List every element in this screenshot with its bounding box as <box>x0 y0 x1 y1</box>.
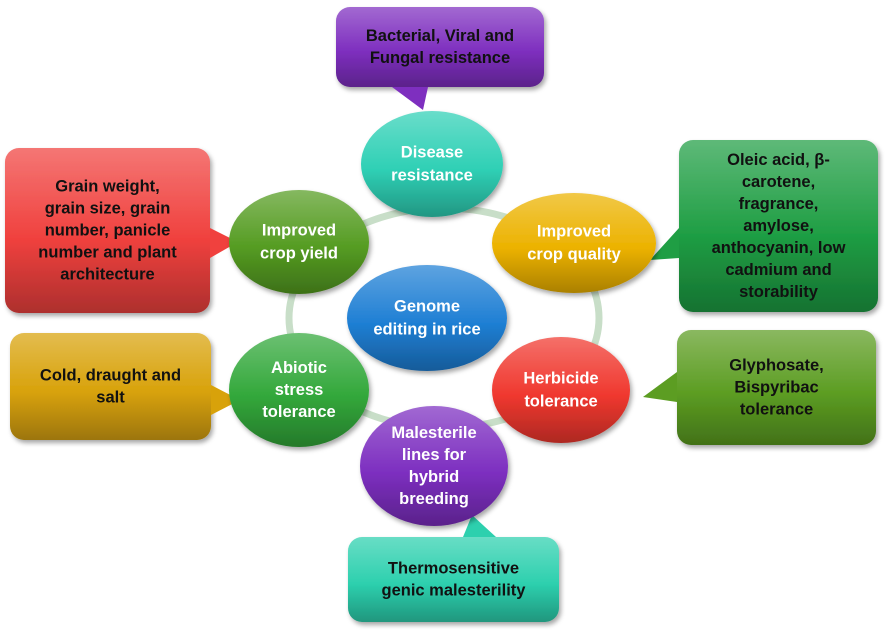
callout-malesterile-lines: Thermosensitive genic malesterility <box>348 515 559 622</box>
node-ellipse <box>360 406 508 526</box>
node-herbicide-tolerance: Herbicide tolerance <box>492 337 630 443</box>
node-ellipse <box>492 337 630 443</box>
callout-improved-crop-yield-line: number, panicle <box>45 222 171 240</box>
callout-disease-resistance-line: Bacterial, Viral and <box>366 27 514 45</box>
callout-pointer <box>463 515 496 537</box>
callout-improved-crop-yield-line: number and plant <box>38 244 177 262</box>
callout-herbicide-tolerance-line: Glyphosate, <box>729 357 823 375</box>
center-line: Genome <box>394 298 460 316</box>
node-abiotic-stress-tolerance-line: tolerance <box>262 403 335 421</box>
callout-malesterile-lines-line: genic malesterility <box>382 582 527 600</box>
node-malesterile-lines-line: lines for <box>402 446 467 464</box>
node-herbicide-tolerance-line: Herbicide <box>523 370 598 388</box>
node-ellipse <box>492 193 656 293</box>
callout-box <box>677 330 876 445</box>
callout-box <box>336 7 544 87</box>
node-abiotic-stress-tolerance: Abiotic stress tolerance <box>229 333 369 447</box>
callout-herbicide-tolerance-line: Bispyribac <box>734 379 818 397</box>
callout-improved-crop-quality-line: Oleic acid, β- <box>727 151 830 169</box>
callout-improved-crop-yield-line: grain size, grain <box>45 200 171 218</box>
node-abiotic-stress-tolerance-line: stress <box>275 381 324 399</box>
center-node: Genome editing in rice <box>347 265 507 371</box>
callout-abiotic-stress-tolerance-line: Cold, draught and <box>40 367 181 385</box>
node-malesterile-lines-line: breeding <box>399 490 469 508</box>
node-improved-crop-yield-line: Improved <box>262 222 336 240</box>
callout-disease-resistance-line: Fungal resistance <box>370 49 510 67</box>
callout-improved-crop-quality: Oleic acid, β-carotene, fragrance, amylose… <box>650 140 878 312</box>
node-improved-crop-yield-line: crop yield <box>260 245 338 263</box>
node-disease-resistance-line: resistance <box>391 167 473 185</box>
node-malesterile-lines: Malesterile lines for hybrid breeding <box>360 406 508 526</box>
callout-box <box>679 140 878 312</box>
node-improved-crop-yield: Improved crop yield <box>229 190 369 294</box>
callout-pointer <box>643 372 677 402</box>
node-improved-crop-quality-line: Improved <box>537 223 611 241</box>
node-malesterile-lines-line: hybrid <box>409 468 459 486</box>
callout-box <box>348 537 559 622</box>
node-disease-resistance: Disease resistance <box>361 111 503 217</box>
callout-herbicide-tolerance-line: tolerance <box>740 401 813 419</box>
node-herbicide-tolerance-line: tolerance <box>524 393 597 411</box>
callout-herbicide-tolerance: Glyphosate, Bispyribac tolerance <box>643 330 876 445</box>
callout-abiotic-stress-tolerance-line: salt <box>96 389 125 407</box>
callout-improved-crop-quality-line: fragrance, <box>739 195 819 213</box>
callout-pointer <box>211 385 240 415</box>
callout-box <box>5 148 210 313</box>
callout-abiotic-stress-tolerance: Cold, draught and salt <box>10 333 240 440</box>
callout-improved-crop-quality-line: carotene, <box>742 173 815 191</box>
callout-pointer <box>392 87 428 110</box>
center-ellipse <box>347 265 507 371</box>
node-disease-resistance-line: Disease <box>401 144 463 162</box>
callout-improved-crop-yield: Grain weight, grain size, grain number, pa… <box>5 148 238 313</box>
callout-improved-crop-quality-line: cadmium and <box>725 261 831 279</box>
node-improved-crop-quality-line: crop quality <box>527 246 621 264</box>
center-line: editing in rice <box>373 321 480 339</box>
callout-improved-crop-quality-line: amylose, <box>743 217 814 235</box>
callout-pointer <box>210 228 238 258</box>
callout-pointer <box>650 228 679 260</box>
node-malesterile-lines-line: Malesterile <box>391 424 476 442</box>
callout-improved-crop-quality-line: anthocyanin, low <box>712 239 846 257</box>
callout-improved-crop-yield-line: Grain weight, <box>55 178 160 196</box>
node-ellipse <box>229 333 369 447</box>
node-improved-crop-quality: Improved crop quality <box>492 193 656 293</box>
callout-box <box>10 333 211 440</box>
node-abiotic-stress-tolerance-line: Abiotic <box>271 359 327 377</box>
callout-improved-crop-quality-line: storability <box>739 283 819 301</box>
callout-malesterile-lines-line: Thermosensitive <box>388 560 519 578</box>
node-ellipse <box>229 190 369 294</box>
callout-improved-crop-yield-line: architecture <box>60 266 154 284</box>
node-ellipse <box>361 111 503 217</box>
